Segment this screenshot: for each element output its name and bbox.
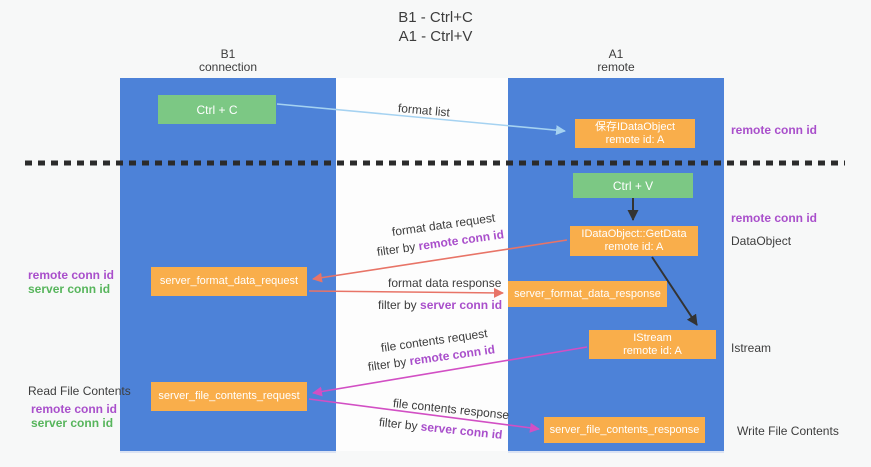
server-file-contents-request-label: server_file_contents_request (158, 390, 300, 402)
lane-a1-role: remote (597, 60, 635, 74)
annotation-dataobject: DataObject (731, 234, 792, 248)
annotation-server-conn-id-format-left: server conn id (28, 282, 111, 296)
istream-line1: IStream (633, 331, 672, 344)
lane-a1-name: A1 (608, 47, 624, 61)
server-format-data-response-label: server_format_data_response (514, 287, 661, 300)
node-server-format-data-request: server_format_data_request (151, 267, 307, 296)
saved-idataobject-line1: 保存IDataObject (594, 120, 676, 133)
node-server-file-contents-request: server_file_contents_request (151, 382, 307, 411)
annotation-remote-conn-id-file-left: remote conn id (31, 402, 118, 416)
filter-prefix: filter by (378, 298, 417, 312)
istream-line2: remote id: A (623, 344, 682, 357)
node-saved-idataobject: 保存IDataObject remote id: A (575, 119, 695, 148)
node-server-file-contents-response: server_file_contents_response (544, 417, 705, 443)
title-line-1: B1 - Ctrl+C (398, 9, 473, 26)
annotation-remote-conn-id-top-right: remote conn id (731, 123, 818, 137)
node-ctrl-v: Ctrl + V (573, 173, 693, 198)
edge-label-format-data-response: format data response (388, 276, 502, 290)
server-format-data-request-label: server_format_data_request (159, 275, 299, 287)
node-server-format-data-response: server_format_data_response (508, 281, 667, 307)
ctrl-v-label: Ctrl + V (612, 178, 654, 193)
lane-b1-role: connection (198, 60, 258, 74)
getdata-line1: IDataObject::GetData (581, 228, 687, 240)
diagram-title: B1 - Ctrl+C A1 - Ctrl+V (0, 8, 871, 46)
edge-label-format-data-response-filter: filter by server conn id (378, 298, 502, 312)
server-file-contents-response-label: server_file_contents_response (549, 423, 700, 436)
annotation-write-file-contents: Write File Contents (737, 424, 839, 438)
ctrl-c-label: Ctrl + C (196, 102, 238, 117)
filter-key-server-conn-id: server conn id (420, 298, 503, 312)
node-istream: IStream remote id: A (589, 330, 716, 359)
annotation-read-file-contents: Read File Contents (28, 384, 131, 398)
annotation-remote-conn-id-format-left: remote conn id (28, 268, 115, 282)
node-idataobject-getdata: IDataObject::GetData remote id: A (570, 226, 698, 256)
saved-idataobject-line2: remote id: A (605, 133, 665, 146)
annotation-server-conn-id-file-left: server conn id (31, 416, 114, 430)
lane-header-b1: B1 connection (120, 48, 336, 74)
lane-header-a1: A1 remote (508, 48, 724, 74)
node-ctrl-c: Ctrl + C (158, 95, 276, 124)
annotation-remote-conn-id-mid-right: remote conn id (731, 211, 818, 225)
getdata-line2: remote id: A (604, 241, 664, 253)
annotation-istream: Istream (731, 341, 772, 355)
title-line-2: A1 - Ctrl+V (398, 28, 473, 45)
lane-gutter (336, 78, 508, 451)
lane-b1-name: B1 (220, 47, 236, 61)
